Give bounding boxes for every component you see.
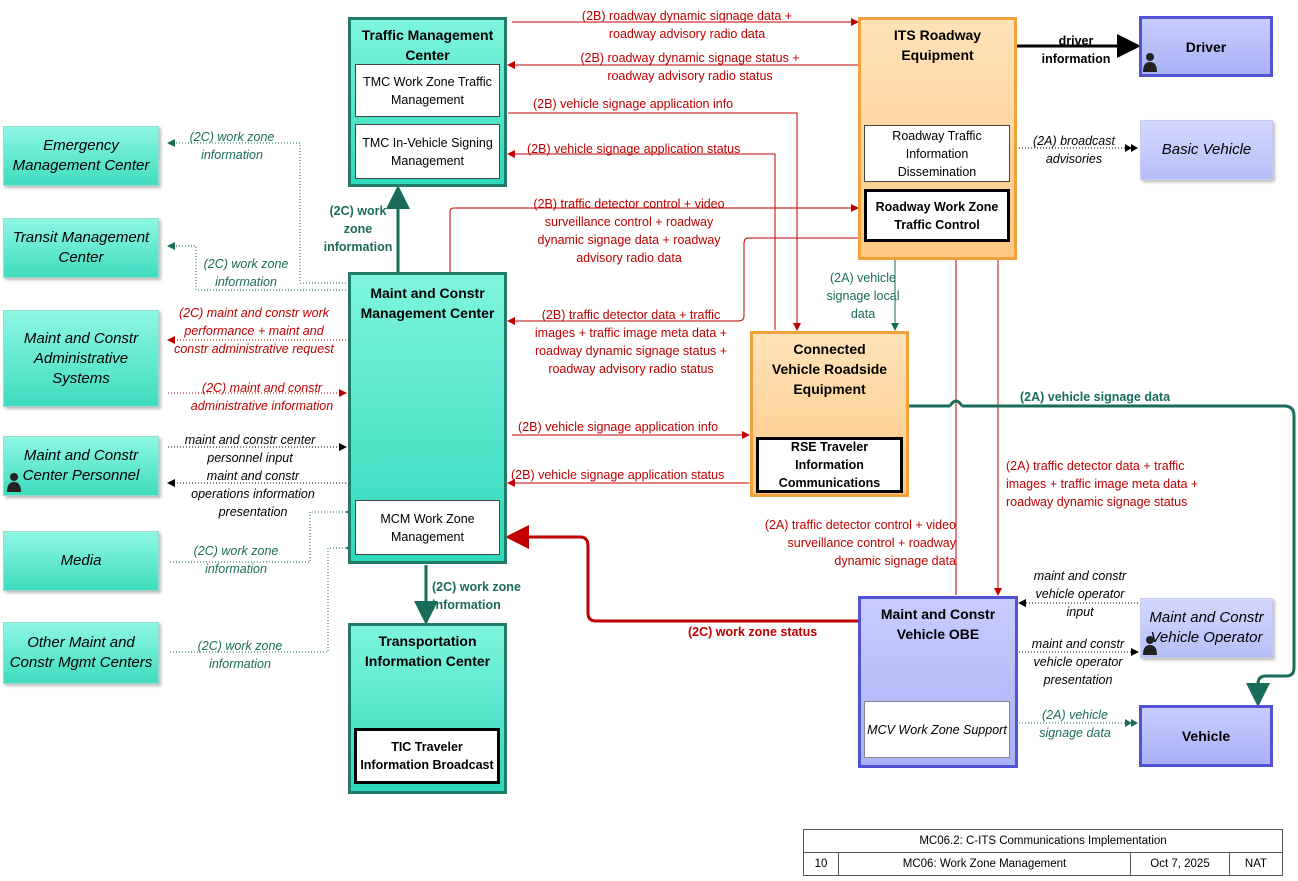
mcm-work-zone-management[interactable]: MCM Work Zone Management	[355, 500, 500, 555]
tmc-in-vehicle-signing-management[interactable]: TMC In-Vehicle Signing Management	[355, 124, 500, 179]
other-mcmc-title: Other Maint and Constr Mgmt Centers	[9, 634, 153, 671]
flow-label-its-tmc-signage-status: (2B) roadway dynamic signage status + ro…	[580, 51, 800, 83]
flow-label-its-cvre-local: (2A) vehicle signage local data	[826, 271, 900, 321]
flow-label-cvre-tmc-status: (2B) vehicle signage application status	[527, 142, 741, 156]
emergency-management-center[interactable]: Emergency Management Center	[3, 126, 159, 186]
flow-label-personnel-input: maint and constr center personnel input	[184, 433, 316, 465]
admin-title: Maint and Constr Administrative Systems	[23, 329, 139, 387]
flow-label-mcmc-other: (2C) work zone information	[197, 639, 283, 671]
operator-person-icon	[1143, 636, 1157, 655]
tmc-work-zone-traffic-management[interactable]: TMC Work Zone Traffic Management	[355, 64, 500, 117]
flow-label-personnel-output: maint and constr operations information …	[191, 469, 315, 519]
flow-label-obe-vehicle: (2A) vehicle signage data	[1039, 708, 1111, 740]
roadway-work-zone-traffic-control[interactable]: Roadway Work Zone Traffic Control	[864, 189, 1010, 242]
flow-label-obe-mcmc-status: (2C) work zone status	[688, 625, 818, 639]
basic-vehicle-title: Basic Vehicle	[1161, 141, 1252, 158]
mcv-operator-title: Maint and Constr Vehicle Operator	[1149, 609, 1264, 646]
media[interactable]: Media	[3, 531, 159, 591]
flow-label-admin-information: (2C) maint and constr administrative inf…	[190, 381, 334, 413]
tic-title: Transportation Information Center	[364, 633, 491, 669]
flow-label-mcmc-emc: (2C) work zone information	[189, 130, 275, 162]
flow-label-mcmc-tmc-work-zone: (2C) work zone information	[323, 204, 393, 254]
vehicle-terminator[interactable]: Vehicle	[1139, 705, 1273, 767]
vehicle-title: Vehicle	[1181, 728, 1231, 744]
personnel-title: Maint and Constr Center Personnel	[22, 447, 140, 484]
mcv-work-zone-support[interactable]: MCV Work Zone Support	[864, 701, 1010, 758]
diagram-footer: MC06.2: C-ITS Communications Implementat…	[803, 829, 1283, 876]
flow-label-obe-its-control: (2A) traffic detector control + video su…	[764, 518, 956, 568]
tic-traveler-information-broadcast[interactable]: TIC Traveler Information Broadcast	[354, 728, 500, 784]
driver-title: Driver	[1185, 39, 1227, 55]
media-title: Media	[60, 552, 102, 569]
flow-label-mcmc-cvre-info: (2B) vehicle signage application info	[518, 420, 719, 434]
maint-constr-vehicle-operator-terminator[interactable]: Maint and Constr Vehicle Operator	[1140, 598, 1273, 658]
flow-label-operator-input: maint and constr vehicle operator input	[1033, 569, 1127, 619]
driver-terminator[interactable]: Driver	[1139, 16, 1273, 77]
flow-label-mcmc-its-control: (2B) traffic detector control + video su…	[533, 197, 725, 265]
driver-person-icon	[1143, 53, 1157, 72]
roadway-traffic-information-dissemination[interactable]: Roadway Traffic Information Disseminatio…	[864, 125, 1010, 182]
cvre-title: Connected Vehicle Roadside Equipment	[771, 341, 888, 397]
footer-page: 10	[803, 852, 839, 876]
footer-title: MC06.2: C-ITS Communications Implementat…	[803, 829, 1283, 853]
flow-label-its-driver: driver information	[1041, 34, 1111, 66]
flow-label-operator-output: maint and constr vehicle operator presen…	[1031, 637, 1125, 687]
flow-label-admin-performance: (2C) maint and constr work performance +…	[174, 306, 334, 356]
flow-label-its-mcmc-data: (2B) traffic detector data + traffic ima…	[534, 308, 728, 376]
flow-label-tmc-cvre-info: (2B) vehicle signage application info	[533, 97, 734, 111]
transit-title: Transit Management Center	[12, 229, 150, 266]
flow-label-cvre-vehicle: (2A) vehicle signage data	[1020, 390, 1171, 404]
flow-label-cvre-mcmc-status: (2B) vehicle signage application status	[511, 468, 725, 482]
footer-date: Oct 7, 2025	[1130, 852, 1230, 876]
transit-management-center[interactable]: Transit Management Center	[3, 218, 159, 278]
maint-constr-administrative-systems[interactable]: Maint and Constr Administrative Systems	[3, 310, 159, 407]
flow-label-mcmc-media: (2C) work zone information	[193, 544, 279, 576]
flow-label-its-basic-vehicle: (2A) broadcast advisories	[1033, 134, 1115, 166]
footer-package: MC06: Work Zone Management	[838, 852, 1131, 876]
basic-vehicle-terminator[interactable]: Basic Vehicle	[1140, 120, 1273, 180]
tmc-title: Traffic Management Center	[361, 27, 494, 63]
flow-label-tmc-its-signage-data: (2B) roadway dynamic signage data + road…	[581, 9, 793, 41]
its-title: ITS Roadway Equipment	[893, 27, 982, 63]
flow-label-its-obe-data: (2A) traffic detector data + traffic ima…	[1006, 459, 1199, 509]
emc-title: Emergency Management Center	[12, 137, 150, 174]
obe-title: Maint and Constr Vehicle OBE	[880, 606, 996, 642]
mcmc-title: Maint and Constr Management Center	[360, 285, 495, 321]
personnel-person-icon	[7, 473, 21, 492]
rse-traveler-information-communications[interactable]: RSE Traveler Information Communications	[756, 437, 903, 493]
flow-label-mcmc-tic-work-zone: (2C) work zone information	[432, 580, 521, 612]
flow-label-mcmc-transit: (2C) work zone information	[203, 257, 289, 289]
maint-constr-center-personnel[interactable]: Maint and Constr Center Personnel	[3, 436, 159, 496]
footer-scope: NAT	[1229, 852, 1283, 876]
other-maint-constr-mgmt-centers[interactable]: Other Maint and Constr Mgmt Centers	[3, 622, 159, 684]
